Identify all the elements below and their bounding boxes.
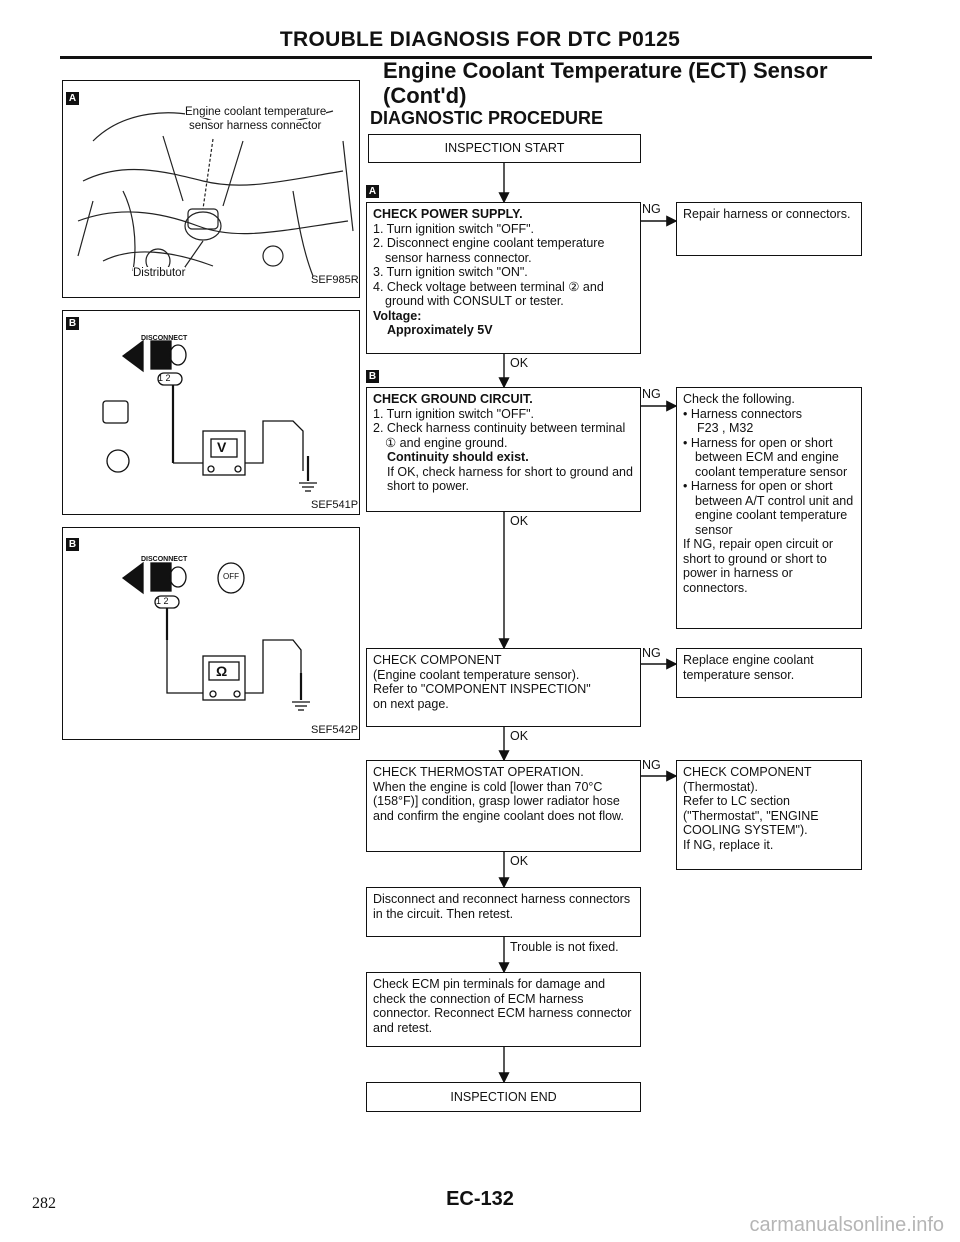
section-title-line-1: Engine Coolant Temperature (ECT) Sensor xyxy=(383,58,828,83)
thermo-ng-label: NG xyxy=(642,758,661,772)
check-following-title: Check the following. xyxy=(683,392,795,406)
thermo-instruction: When the engine is cold [lower than 70°C… xyxy=(373,779,624,823)
check-power-supply-box: CHECK POWER SUPPLY. 1. Turn ignition swi… xyxy=(366,202,641,354)
thermostat-ng-line-1: CHECK COMPONENT xyxy=(683,765,812,779)
ground-ok-label: OK xyxy=(510,514,529,528)
thermostat-ng-line-5: If NG, replace it. xyxy=(683,837,774,852)
repair-harness-box: Repair harness or connectors. xyxy=(676,202,862,256)
check-at-sensor-harness: • Harness for open or short between A/T … xyxy=(683,479,854,537)
figure-c-tag: B xyxy=(66,538,79,551)
figure-b-disconnect: DISCONNECT xyxy=(141,335,188,342)
inspection-end-box: INSPECTION END xyxy=(366,1082,641,1112)
component-line-3: Refer to "COMPONENT INSPECTION" xyxy=(373,682,591,696)
check-thermostat-component-box: CHECK COMPONENT (Thermostat). Refer to L… xyxy=(676,760,862,870)
section-title: Engine Coolant Temperature (ECT) Sensor … xyxy=(383,58,828,108)
figure-c-ignition-off: OFF xyxy=(223,572,239,581)
ground-step-2: 2. Check harness continuity between term… xyxy=(373,421,626,450)
voltage-check-diagram xyxy=(102,339,317,492)
thermostat-ng-line-2: (Thermostat). xyxy=(683,779,759,794)
thermo-title: CHECK THERMOSTAT OPERATION. xyxy=(373,765,584,779)
replace-sensor-box: Replace engine coolant temperature senso… xyxy=(676,648,862,698)
watermark: carmanualsonline.info xyxy=(749,1214,944,1236)
figure-voltage-check: B DISCONNECT 1 2 V SEF541P xyxy=(62,310,360,515)
page-header-title: TROUBLE DIAGNOSIS FOR DTC P0125 xyxy=(279,28,681,51)
thermo-ok-label: OK xyxy=(510,854,529,868)
check-ecm-sensor-harness: • Harness for open or short between ECM … xyxy=(683,435,848,479)
ground-short-check: If OK, check harness for short to ground… xyxy=(387,464,633,494)
label-ect-sensor-2: sensor harness connector xyxy=(189,120,322,132)
procedure-subtitle: DIAGNOSTIC PROCEDURE xyxy=(370,108,604,128)
power-step-3: 3. Turn ignition switch "ON". xyxy=(373,265,528,279)
figure-b-ref: SEF541P xyxy=(311,499,359,511)
power-ok-label: OK xyxy=(510,356,529,370)
power-ng-label: NG xyxy=(642,202,661,216)
section-title-line-2: (Cont'd) xyxy=(383,83,467,108)
check-thermostat-box: CHECK THERMOSTAT OPERATION. When the eng… xyxy=(366,760,641,852)
connector-ids: F23 , M32 xyxy=(697,421,754,435)
check-ground-circuit-box: CHECK GROUND CIRCUIT. 1. Turn ignition s… xyxy=(366,387,641,512)
voltage-label: Voltage: xyxy=(373,308,422,323)
thermostat-ng-line-4: ("Thermostat", "ENGINE COOLING SYSTEM"). xyxy=(683,808,819,838)
power-step-1: 1. Turn ignition switch "OFF". xyxy=(373,221,535,236)
continuity-check-diagram xyxy=(121,561,310,711)
power-step-4: 4. Check voltage between terminal ② and … xyxy=(373,279,604,309)
check-ecm-pins-box: Check ECM pin terminals for damage and c… xyxy=(366,972,641,1047)
page-code: EC-132 xyxy=(446,1188,514,1210)
figure-continuity-check: B DISCONNECT OFF 1 2 Ω SEF542P xyxy=(62,527,360,740)
figure-c-ref: SEF542P xyxy=(311,724,359,736)
step-tag-a: A xyxy=(366,185,379,198)
component-line-4: on next page. xyxy=(373,696,449,711)
figure-a-tag: A xyxy=(66,92,79,105)
component-ng-label: NG xyxy=(642,646,661,660)
label-distributor: Distributor xyxy=(133,267,186,279)
component-line-1: CHECK COMPONENT xyxy=(373,653,502,667)
figure-b-tag: B xyxy=(66,317,79,330)
check-component-box: CHECK COMPONENT (Engine coolant temperat… xyxy=(366,648,641,727)
label-ect-sensor-1: Engine coolant temperature xyxy=(185,106,327,118)
voltage-value: Approximately 5V xyxy=(387,323,493,337)
ground-continuity: Continuity should exist. xyxy=(387,450,529,464)
ground-ng-label: NG xyxy=(642,387,661,401)
component-line-2: (Engine coolant temperature sensor). xyxy=(373,667,580,682)
figure-b-pins: 1 2 xyxy=(158,373,171,383)
figure-c-disconnect: DISCONNECT xyxy=(141,556,188,563)
ground-step-1: 1. Turn ignition switch "OFF". xyxy=(373,406,535,421)
step-tag-b: B xyxy=(366,370,379,383)
not-fixed-label: Trouble is not fixed. xyxy=(510,940,619,954)
ng-repair-instruction: If NG, repair open circuit or short to g… xyxy=(683,537,834,595)
ground-title: CHECK GROUND CIRCUIT. xyxy=(373,392,533,406)
ohmmeter-symbol: Ω xyxy=(216,663,228,679)
thermostat-ng-line-3: Refer to LC section xyxy=(683,794,790,808)
inspection-start-box: INSPECTION START xyxy=(368,134,641,163)
figure-engine-sensor-location: A Engine coolant temperature sensor harn… xyxy=(62,80,360,298)
component-ok-label: OK xyxy=(510,729,529,743)
check-harness-connectors: • Harness connectors xyxy=(683,406,803,421)
page-number: 282 xyxy=(32,1195,56,1212)
figure-a-ref: SEF985R xyxy=(311,274,359,286)
check-following-box: Check the following. • Harness connector… xyxy=(676,387,862,629)
voltmeter-symbol: V xyxy=(217,439,227,455)
reconnect-harness-box: Disconnect and reconnect harness connect… xyxy=(366,887,641,937)
figure-c-pins: 1 2 xyxy=(156,596,169,606)
power-step-2: 2. Disconnect engine coolant temperature… xyxy=(373,236,605,265)
header-rule xyxy=(60,56,872,59)
power-title: CHECK POWER SUPPLY. xyxy=(373,207,523,221)
